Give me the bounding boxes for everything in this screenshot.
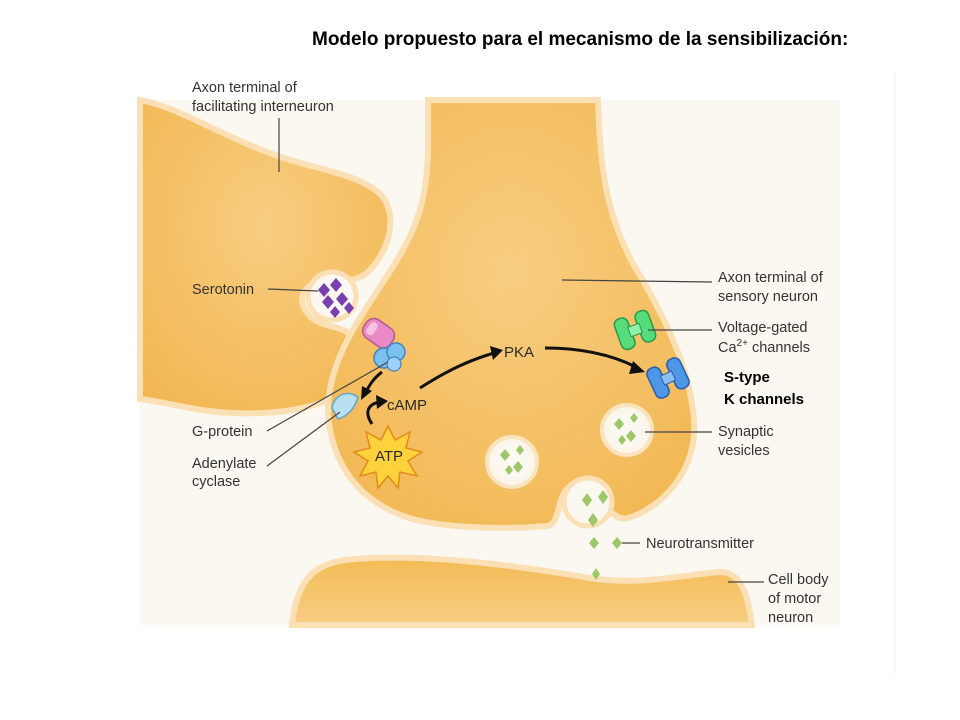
synaptic-vesicle xyxy=(485,435,539,489)
label-adenylate-cyclase: Adenylate cyclase xyxy=(192,456,261,490)
serotonin-molecules xyxy=(318,278,354,318)
label-interneuron-terminal: Axon terminal of facilitating interneuro… xyxy=(192,80,334,115)
motor-neuron-cell-body xyxy=(288,554,756,628)
atp-label: ATP xyxy=(375,448,403,465)
interneuron-terminal xyxy=(137,96,394,417)
atp-burst: ATP xyxy=(352,424,424,490)
label-motor-neuron: Cell body of motor neuron xyxy=(768,572,832,626)
label-sensory-terminal: Axon terminal of sensory neuron xyxy=(718,270,827,305)
serotonin-receptor xyxy=(361,317,396,349)
camp-label: cAMP xyxy=(387,397,427,414)
potassium-channel xyxy=(646,357,690,399)
label-ca-channels: Voltage-gated Ca2+ channels xyxy=(718,320,812,356)
slide-title: Modelo propuesto para el mecanismo de la… xyxy=(312,29,849,50)
label-neurotransmitter: Neurotransmitter xyxy=(646,536,754,552)
g-protein xyxy=(373,342,406,372)
signal-arrows xyxy=(361,346,645,425)
label-k-channels: S-type K channels xyxy=(724,369,804,408)
leader-lines xyxy=(266,118,764,583)
neurotransmitter-molecules xyxy=(582,490,622,580)
label-synaptic-vesicles: Synaptic vesicles xyxy=(718,424,778,459)
pka-label: PKA xyxy=(504,344,534,361)
label-g-protein: G-protein xyxy=(192,424,252,440)
calcium-channel xyxy=(613,309,657,351)
label-serotonin: Serotonin xyxy=(192,282,254,298)
synaptic-vesicle xyxy=(600,403,654,457)
